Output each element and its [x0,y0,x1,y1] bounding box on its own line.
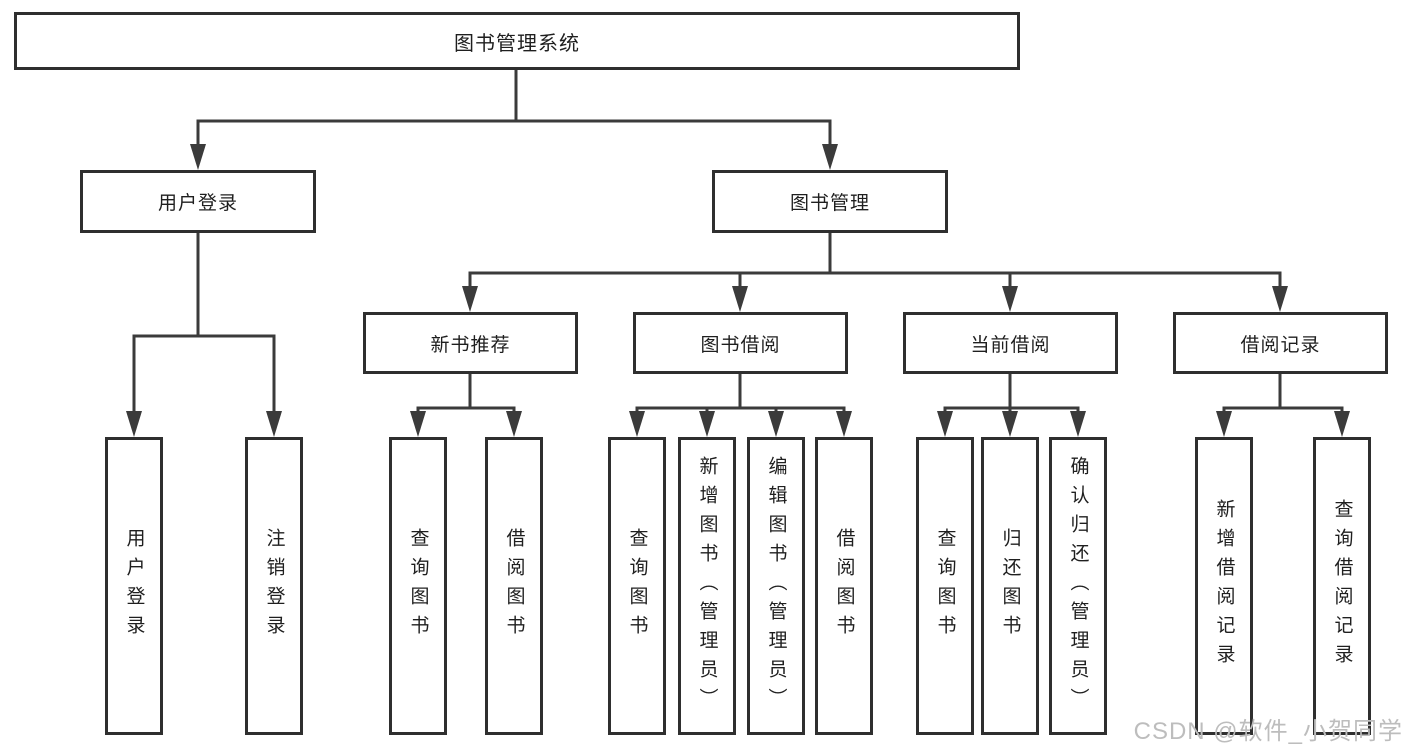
node-library-system-label: 图书管理系统 [454,32,580,55]
node-current-borrow: 当前借阅 [903,312,1118,374]
leaf-cb-query-books: 查询图书 [916,437,974,735]
leaf-bb-query-books-label: 查询图书 [626,528,648,644]
leaf-br-add-record: 新增借阅记录 [1195,437,1253,735]
leaf-br-query-record-label: 查询借阅记录 [1331,499,1353,673]
leaf-bb-query-books: 查询图书 [608,437,666,735]
node-borrow-records-label: 借阅记录 [1240,334,1321,356]
leaf-bb-add-books-label: 新增图书（管理员） [696,455,718,717]
connector-book-mgmt-to-level3 [468,231,1282,290]
node-book-management: 图书管理 [712,170,948,233]
leaf-br-query-record: 查询借阅记录 [1313,437,1371,735]
leaf-bb-edit-books: 编辑图书（管理员） [747,437,805,735]
node-new-book-recommend: 新书推荐 [363,312,578,374]
connector-current-borrow-children [943,372,1080,415]
node-borrow-records: 借阅记录 [1173,312,1388,374]
connector-new-book-children [416,372,516,415]
leaf-logout: 注销登录 [245,437,303,735]
node-new-book-recommend-label: 新书推荐 [430,334,511,356]
leaf-cb-confirm-return-label: 确认归还（管理员） [1067,455,1089,717]
leaf-cb-confirm-return: 确认归还（管理员） [1049,437,1107,735]
leaf-bb-borrow-books: 借阅图书 [815,437,873,735]
connector-book-borrow-children [635,372,846,415]
leaf-br-add-record-label: 新增借阅记录 [1213,499,1235,673]
connector-borrow-records-children [1222,372,1344,415]
leaf-bb-add-books: 新增图书（管理员） [678,437,736,735]
leaf-bb-edit-books-label: 编辑图书（管理员） [765,455,787,717]
node-book-borrow-label: 图书借阅 [700,334,781,356]
leaf-user-login-label: 用户登录 [123,528,145,644]
leaf-nb-query-books: 查询图书 [389,437,447,735]
node-book-borrow: 图书借阅 [633,312,848,374]
leaf-cb-return-books: 归还图书 [981,437,1039,735]
node-current-borrow-label: 当前借阅 [970,334,1051,356]
leaf-cb-return-books-label: 归还图书 [999,528,1021,644]
arrowheads [126,144,1350,437]
node-book-management-label: 图书管理 [789,193,870,214]
node-library-system: 图书管理系统 [14,12,1020,70]
leaf-cb-query-books-label: 查询图书 [934,528,956,644]
csdn-watermark: CSDN @软件_小贺同学 [1133,718,1403,745]
node-user-login: 用户登录 [80,170,316,233]
leaf-nb-query-books-label: 查询图书 [407,528,429,644]
connector-root-to-level2 [196,68,832,148]
leaf-user-login: 用户登录 [105,437,163,735]
leaf-nb-borrow-books-label: 借阅图书 [503,528,525,644]
leaf-bb-borrow-books-label: 借阅图书 [833,528,855,644]
connector-user-login-children [132,231,276,415]
leaf-nb-borrow-books: 借阅图书 [485,437,543,735]
leaf-logout-label: 注销登录 [263,528,285,644]
node-user-login-label: 用户登录 [157,193,238,214]
